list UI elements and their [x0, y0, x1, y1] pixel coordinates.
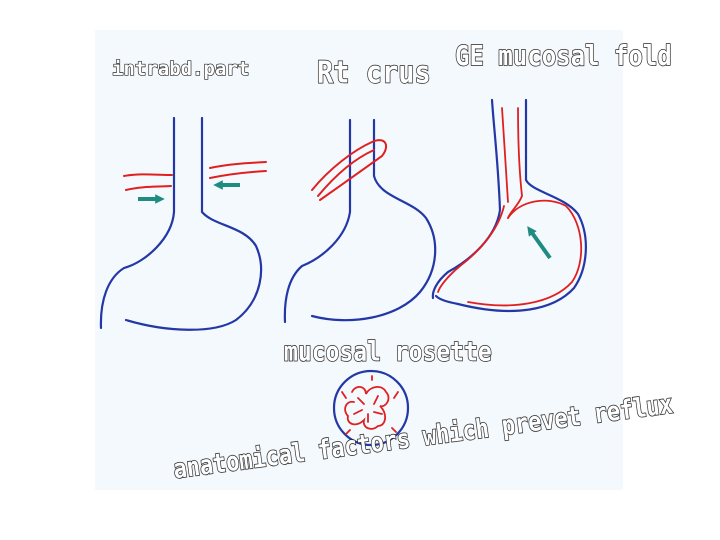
- label-ge-fold: GE mucosal fold: [454, 39, 672, 72]
- label-right-crus: Rt crus: [316, 55, 431, 91]
- crus-lines-intrabdominal: [123, 161, 267, 191]
- label-rosette: mucosal rosette: [283, 337, 492, 368]
- stomach-intrabdominal-icon: [99, 116, 263, 331]
- crus-sling: [311, 139, 388, 201]
- slide-background: [95, 30, 623, 490]
- mucosal-fold-lines: [437, 107, 583, 307]
- mucosal-rosette-icon: [332, 369, 410, 447]
- stomach-fold-icon: [431, 98, 587, 313]
- label-intrabdominal: intrabd.part: [111, 58, 250, 80]
- stomach-crus-icon: [283, 118, 437, 324]
- arrow-diagonal-icon: [527, 226, 552, 260]
